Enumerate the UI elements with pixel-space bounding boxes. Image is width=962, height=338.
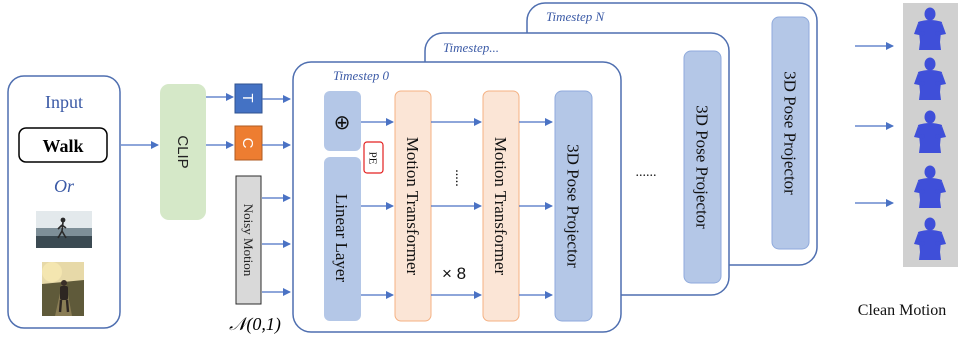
timestep-n-label: Timestep N (546, 9, 605, 24)
linear-layer-label: Linear Layer (332, 194, 351, 283)
noisy-motion-label: Noisy Motion (241, 204, 256, 277)
timestep-0-frame (292, 61, 622, 333)
pose-projector-0 (554, 90, 593, 322)
token-t (234, 83, 263, 114)
pose-projector-n-label: 3D Pose Projector (781, 71, 800, 195)
clip-block (160, 84, 206, 220)
timestep-mid-label: Timestep... (443, 40, 499, 55)
token-c (234, 125, 263, 161)
reference-image-walking (36, 211, 92, 248)
motion-frame-figure (914, 7, 946, 50)
motion-figures (914, 7, 946, 260)
motion-transformer-1-label: Motion Transformer (403, 137, 422, 276)
token-c-label: C (239, 138, 256, 149)
reference-image-path (42, 262, 84, 316)
input-title: Input (45, 92, 83, 112)
pose-projector-mid-label: 3D Pose Projector (693, 105, 712, 229)
walk-prompt-box (18, 127, 108, 163)
motion-frame-figure (914, 57, 946, 100)
clean-motion-label: Clean Motion (858, 302, 946, 319)
motion-frame-figure (914, 217, 946, 260)
pose-projector-mid (683, 50, 722, 284)
linear-layer-block (324, 157, 361, 321)
token-t-label: T (239, 93, 256, 102)
noisy-motion-block (235, 175, 262, 305)
pe-label: PE (367, 152, 379, 165)
oplus-block (324, 91, 361, 151)
walk-prompt-text: Walk (42, 136, 83, 156)
motion-frame-figure (914, 110, 946, 153)
timestep-0-label: Timestep 0 (333, 68, 389, 83)
clip-label: CLIP (174, 135, 191, 168)
frames-dots: ...... (636, 165, 657, 180)
oplus-symbol: ⊕ (334, 112, 351, 134)
pe-badge (363, 141, 384, 174)
motion-transformer-2-label: Motion Transformer (491, 137, 510, 276)
motion-frame-figure (914, 165, 946, 208)
pose-projector-n (771, 16, 810, 250)
transformer-dots: ..... (452, 169, 467, 187)
pose-projector-0-label: 3D Pose Projector (564, 144, 583, 268)
or-label: Or (54, 176, 75, 196)
noise-distribution-label: 𝒩(0,1) (229, 314, 281, 335)
times-8-label: × 8 (442, 264, 466, 283)
